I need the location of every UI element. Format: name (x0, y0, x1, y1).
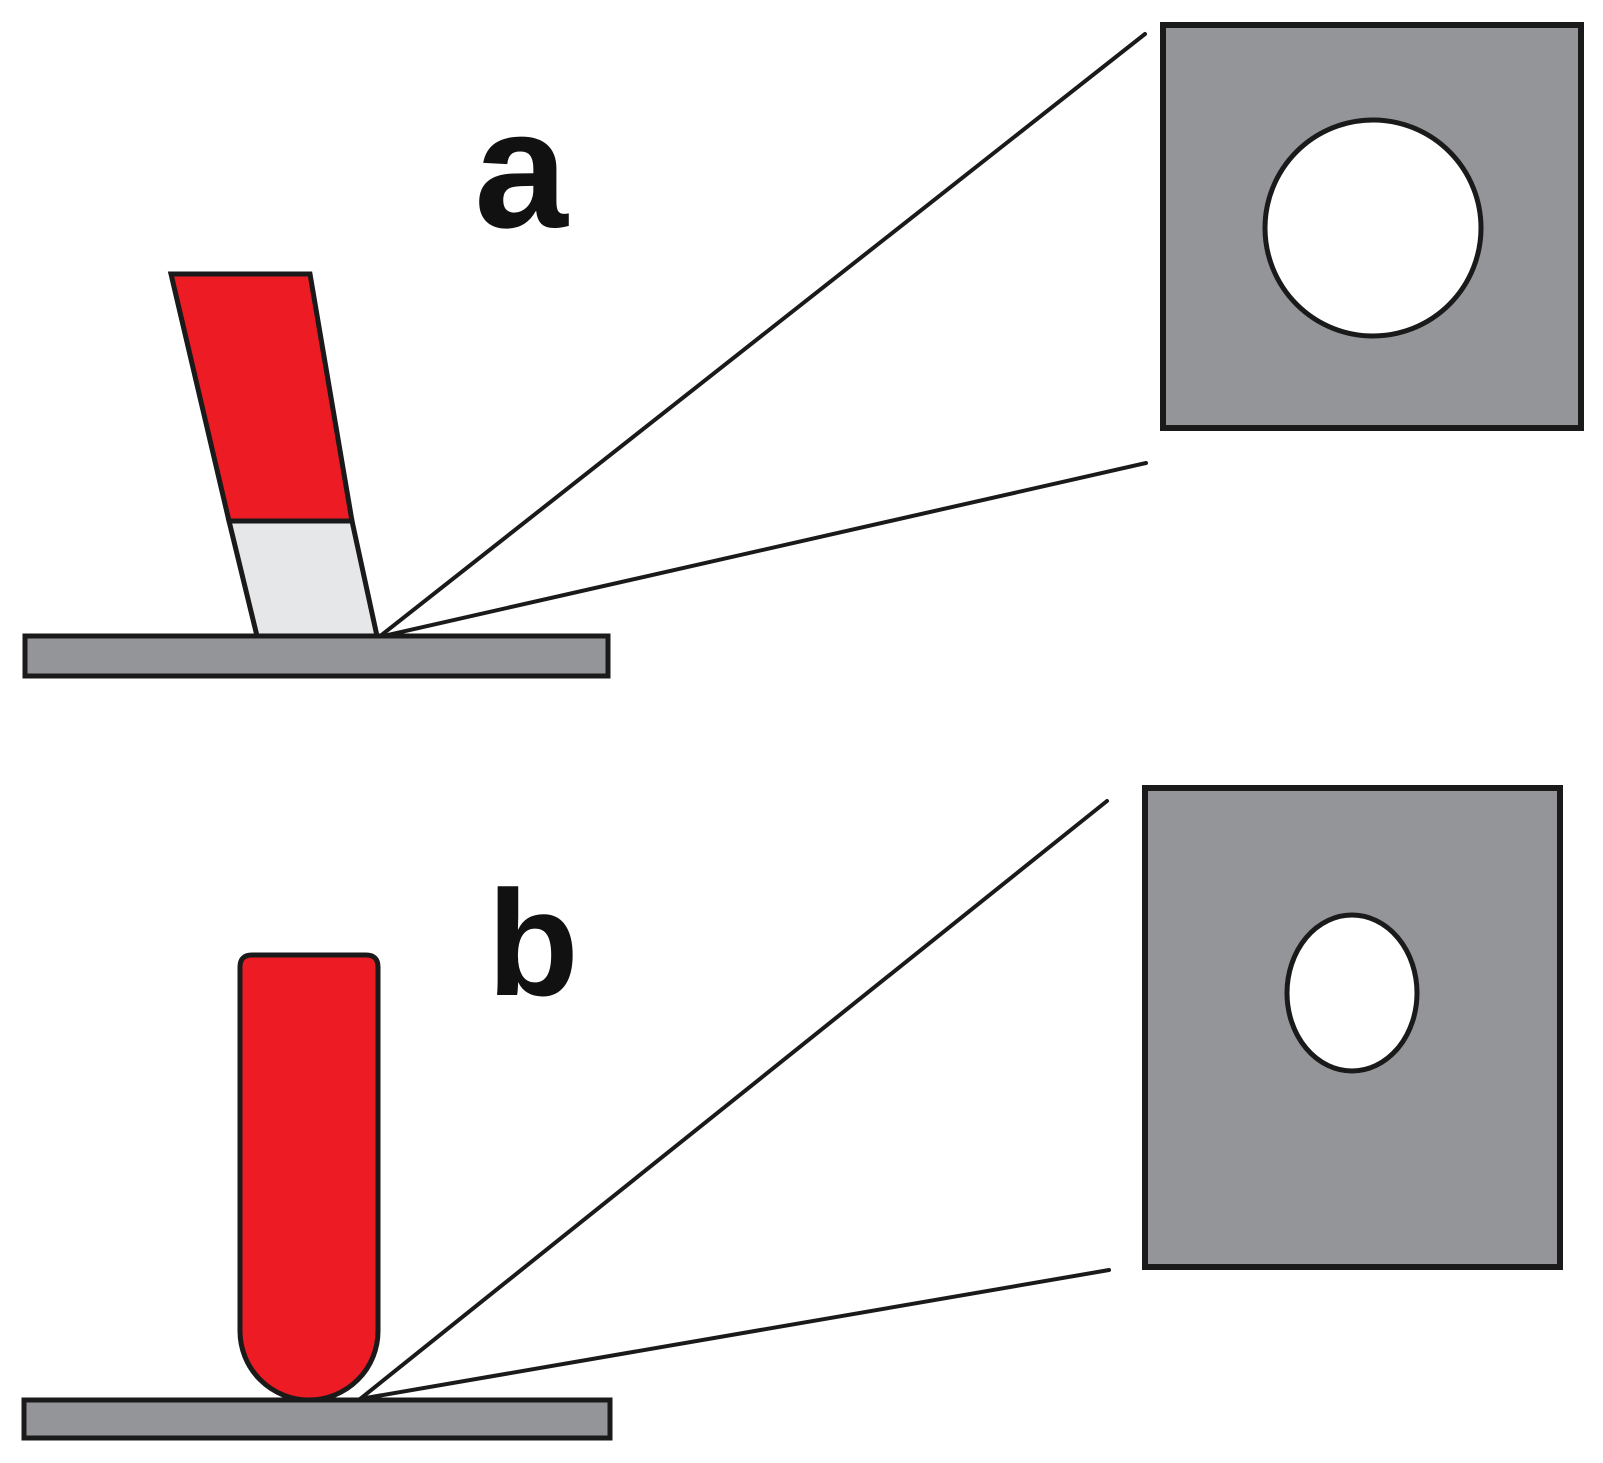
contact-hole-b (1284, 912, 1420, 1074)
surface-bar-b (21, 1397, 613, 1441)
magnifier-line-a-upper (377, 32, 1147, 639)
stylus-a-worn-tip (225, 518, 381, 639)
magnifier-line-b-upper (358, 799, 1109, 1401)
stylus-a-red-body (167, 271, 355, 524)
panel-a: a (22, 22, 1584, 679)
panel-b: b (21, 785, 1563, 1441)
magnifier-line-a-lower (377, 461, 1148, 639)
contact-hole-a (1262, 117, 1484, 339)
magnifier-line-b-lower (358, 1268, 1111, 1401)
stylus-b-rounded (237, 952, 381, 1403)
surface-bar-a (22, 633, 611, 679)
panel-a-label: a (474, 75, 569, 263)
panel-b-label: b (487, 859, 579, 1027)
